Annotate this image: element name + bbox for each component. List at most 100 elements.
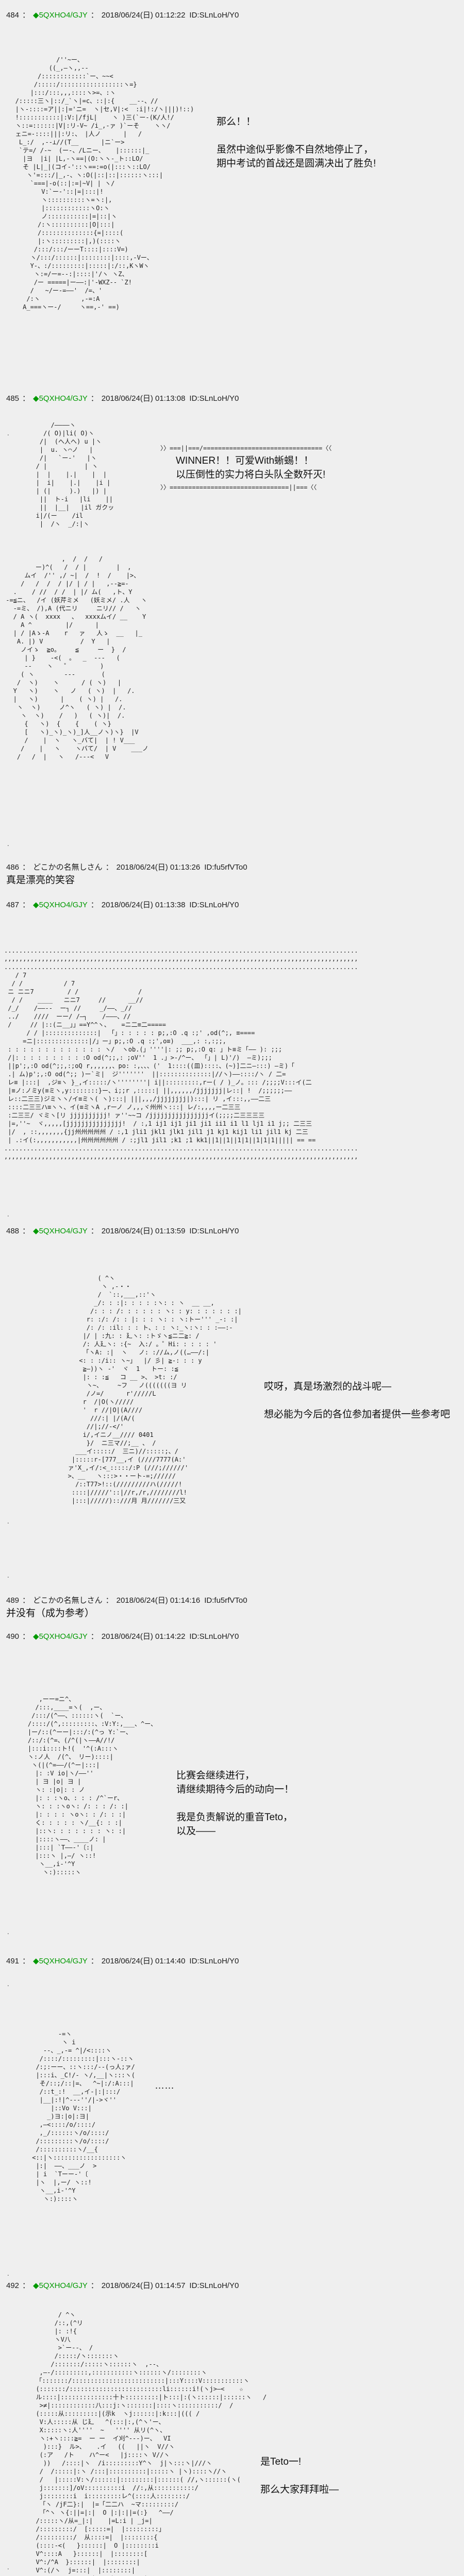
poster-id: ID:SLnLoH/Y0 [189, 11, 239, 20]
aa-art: , / / / ー)^( / / | | , ムイ /'' ,/ ~| / ! … [6, 555, 148, 760]
poster-id: ID:SLnLoH/Y0 [189, 1957, 239, 1965]
header-separator: ： [22, 863, 30, 872]
poster-id: ID:SLnLoH/Y0 [189, 1227, 239, 1235]
header-separator: ： [105, 1596, 113, 1605]
aa-art: /————ヽ /( O)|li( O)ヽ /| (へ人へ) u |ヽ | u. … [36, 421, 114, 528]
separator-dot: . [7, 1571, 9, 1579]
header-separator: ： [22, 394, 30, 403]
poster-id: ID:fu5rfVTo0 [204, 1596, 247, 1605]
banner-border-bottom: 〉〉================================||===〈… [160, 484, 317, 491]
post-text: 真是漂亮的笑容 [6, 875, 75, 886]
post-datetime: 2018/06/24(日) 01:13:59 [101, 1227, 186, 1235]
post-number: 490 [6, 1632, 20, 1641]
dialogue-text: 哎呀，真是场激烈的战斗呢— 想必能为今后的各位参加者提供一些参考吧 [264, 1381, 451, 1420]
header-separator: ： [22, 901, 30, 909]
post-datetime: 2018/06/24(日) 01:14:22 [101, 1632, 186, 1641]
poster-name: どこかの名無しさん [33, 1596, 103, 1605]
separator-dot: . [7, 1980, 9, 1988]
separator-dot: . [7, 1210, 9, 1218]
dialogue-text: 那么！！ 虽然中途似乎影像不自然地停止了， 期中考试的首战还是圆满决出了胜负! [217, 116, 376, 169]
dialogue-text: 比赛会继续进行， 请继续期待今后的动向一！ 我是负责解说的重音Teto， 以及—… [176, 1770, 294, 1837]
separator-dot: . [7, 2563, 9, 2571]
header-separator: ： [90, 1632, 98, 1641]
header-separator: ： [90, 2281, 98, 2290]
separator-dot: . [7, 2269, 9, 2277]
poster-name: ◆5QXHO4/GJY [33, 2281, 88, 2290]
post-datetime: 2018/06/24(日) 01:13:38 [101, 901, 186, 909]
banner-border-top: 〉〉===||===/=============================… [160, 445, 332, 452]
header-separator: ： [22, 1632, 30, 1641]
post-number: 491 [6, 1957, 20, 1965]
post-datetime: 2018/06/24(日) 01:12:22 [101, 11, 186, 20]
poster-name: ◆5QXHO4/GJY [33, 901, 88, 909]
post-number: 489 [6, 1596, 20, 1605]
aa-art: ........................................… [4, 947, 358, 1160]
post-datetime: 2018/06/24(日) 01:13:26 [116, 863, 201, 872]
post-number: 486 [6, 863, 20, 872]
header-separator: ： [22, 1227, 30, 1235]
aa-art: / ^ヽ /::,(^リ |: :!{ ヽV八 >`ー--、 / /:::::/… [36, 2311, 267, 2576]
post-datetime: 2018/06/24(日) 01:14:40 [101, 1957, 186, 1965]
dialogue-text: 是Teto一! 那么大家拜拜啦— [260, 2456, 339, 2495]
poster-name: どこかの名無しさん [33, 863, 103, 872]
header-separator: ： [90, 1957, 98, 1965]
banner-text: WINNER！！可爱With蜥蜴！！ 以压倒性的实力将白头队全数歼灭! [176, 455, 326, 480]
header-separator: ： [90, 11, 98, 20]
header-separator: ： [105, 863, 113, 872]
separator-dot: . [7, 1517, 9, 1525]
winner-banner: 〉〉===||===/=============================… [160, 444, 332, 492]
post-number: 488 [6, 1227, 20, 1235]
aa-art: ( ^ヽ ヽ ,-・・ / `::,___,::'ヽ _/: : :|: : :… [68, 1275, 242, 1504]
post-datetime: 2018/06/24(日) 01:14:57 [101, 2281, 186, 2290]
poster-name: ◆5QXHO4/GJY [33, 11, 88, 20]
post-number: 485 [6, 394, 20, 403]
poster-name: ◆5QXHO4/GJY [33, 1957, 88, 1965]
poster-name: ◆5QXHO4/GJY [33, 394, 88, 403]
poster-id: ID:fu5rfVTo0 [204, 863, 247, 872]
poster-id: ID:SLnLoH/Y0 [189, 394, 239, 403]
poster-id: ID:SLnLoH/Y0 [189, 1632, 239, 1641]
post-datetime: 2018/06/24(日) 01:13:08 [101, 394, 186, 403]
post-number: 484 [6, 11, 20, 20]
header-separator: ： [90, 394, 98, 403]
post-number: 487 [6, 901, 20, 909]
header-separator: ： [90, 901, 98, 909]
dialogue-text: …… [155, 2080, 174, 2091]
poster-name: ◆5QXHO4/GJY [33, 1227, 88, 1235]
header-separator: ： [22, 1957, 30, 1965]
separator-dot: . [7, 840, 9, 848]
post-number: 492 [6, 2281, 20, 2290]
header-separator: ： [22, 2281, 30, 2290]
header-separator: ： [22, 1596, 30, 1605]
aa-art: ,ーー=ニ^、 /:::,____=ヽ( ,ー、 /:::/(^――、:::::… [27, 1696, 157, 1876]
post-text: 并没有（成为参考） [6, 1608, 95, 1619]
poster-id: ID:SLnLoH/Y0 [189, 2281, 239, 2290]
poster-name: ◆5QXHO4/GJY [33, 1632, 88, 1641]
separator-dot: . [7, 1928, 9, 1936]
header-separator: ： [22, 11, 30, 20]
poster-id: ID:SLnLoH/Y0 [189, 901, 239, 909]
aa-art: -=ヽ ヽ i --、_,-= ^|/<::::ヽ /::::/::::::::… [32, 2030, 135, 2202]
separator-dot: . [7, 429, 9, 437]
header-separator: ： [90, 1227, 98, 1235]
post-datetime: 2018/06/24(日) 01:14:16 [116, 1596, 201, 1605]
aa-art: /''~ー、 ((_,—ヽ,,-- /::::::::::::`ー、~~< /:… [15, 56, 194, 311]
